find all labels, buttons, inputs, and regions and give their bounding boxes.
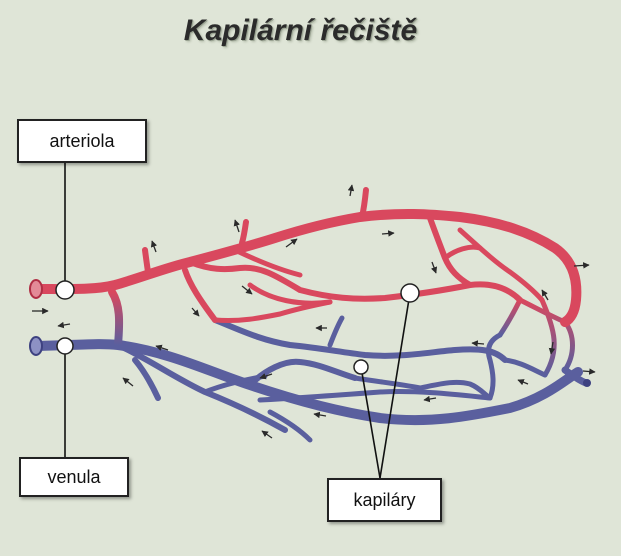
arteriola-marker: [55, 280, 75, 300]
venous-network: [33, 315, 590, 443]
label-kapilary: kapiláry: [327, 478, 442, 522]
flow-arrow: [122, 377, 134, 387]
label-arteriola: arteriola: [17, 119, 147, 163]
flow-arrow: [573, 262, 590, 269]
arterial-branch-e: [457, 227, 545, 303]
arterial-branch-d: [427, 215, 473, 288]
arterial-stub-3: [359, 187, 369, 220]
label-venula: venula: [19, 457, 129, 497]
flow-arrow: [150, 240, 158, 253]
venula-marker: [56, 337, 74, 355]
arteriola-cap: [29, 279, 43, 299]
flow-arrows: [32, 184, 596, 439]
metarteriole: [108, 288, 124, 349]
flow-arrow: [233, 219, 240, 233]
kapilary-marker-1: [400, 283, 420, 303]
venous-capillary-f: [327, 315, 345, 348]
venous-branch-1: [247, 358, 358, 388]
arterial-branch-a: [187, 259, 523, 303]
flow-arrow: [259, 373, 273, 380]
transition-3: [539, 297, 557, 378]
transition-2: [497, 297, 523, 338]
flow-arrow: [430, 261, 438, 274]
flow-arrow: [285, 238, 298, 248]
venous-branch-down: [267, 409, 313, 443]
transition-capillaries: [497, 297, 575, 378]
arterial-stub-1: [142, 247, 151, 275]
flow-arrow: [548, 341, 556, 355]
flow-arrow: [261, 430, 273, 439]
kapilary-marker-2: [353, 359, 369, 375]
flow-arrow: [347, 184, 355, 197]
venous-capillary-d: [485, 332, 503, 401]
venous-stub-cap: [583, 379, 591, 387]
page-title: Kapilární řečiště: [183, 14, 418, 47]
flow-arrow: [57, 321, 71, 329]
arterial-branch-b: [182, 267, 218, 323]
arterial-branch-g: [247, 282, 333, 306]
venula-cap: [29, 336, 43, 356]
arterial-branch-h: [442, 244, 483, 261]
flow-arrow: [423, 395, 437, 403]
arterial-stub-2: [239, 219, 249, 246]
arterial-network: [33, 187, 582, 327]
flow-arrow: [582, 368, 596, 375]
venous-capillary-e: [502, 357, 548, 378]
flow-arrow: [541, 289, 549, 301]
arterial-branch-f: [232, 247, 303, 278]
flow-arrow: [155, 344, 169, 351]
venous-capillary-b: [257, 389, 493, 403]
flow-arrow: [381, 230, 395, 237]
venous-capillary-a: [212, 317, 508, 363]
flow-arrow: [517, 379, 529, 386]
venous-branch-stub: [132, 357, 161, 401]
leader-lines: [64, 159, 411, 479]
flow-arrow: [313, 411, 327, 419]
venous-capillary-c: [352, 375, 423, 391]
venous-capillary-g: [417, 379, 493, 401]
flow-arrow: [191, 307, 200, 317]
leader-kapilary-1: [379, 292, 411, 479]
flow-arrow: [471, 340, 485, 347]
leader-kapilary-2: [360, 366, 381, 479]
flow-arrow: [241, 285, 253, 295]
